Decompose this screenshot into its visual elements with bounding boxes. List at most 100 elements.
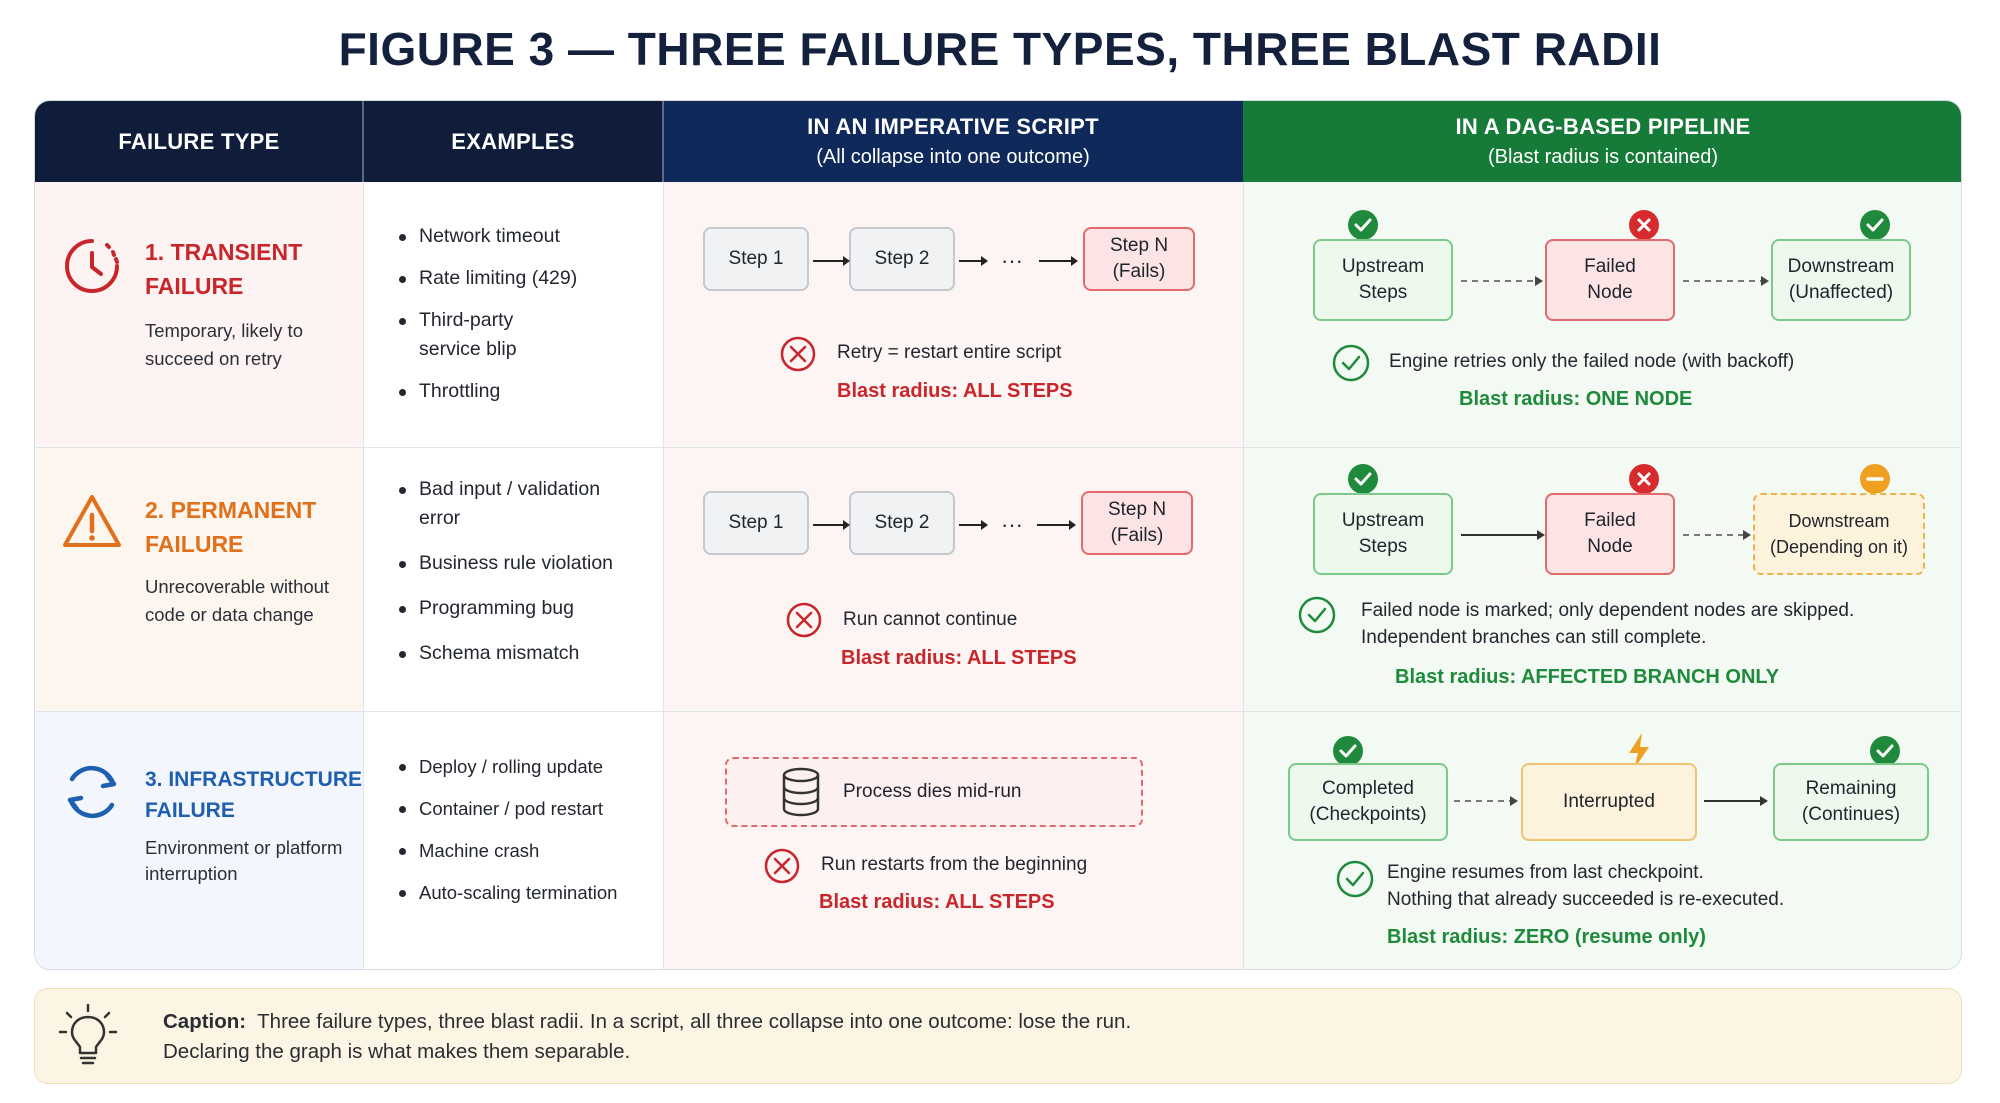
box-line: Steps <box>1358 536 1408 557</box>
dag-blast-radius: Blast radius: ZERO (resume only) <box>1387 926 1706 948</box>
example-item: Container / pod restart <box>397 794 617 823</box>
box-line: Completed <box>1322 778 1414 799</box>
failure-title-line: FAILURE <box>145 799 235 822</box>
box-line: Step N <box>1109 235 1169 256</box>
process-dies-label: Process dies mid-run <box>843 781 1022 802</box>
database-icon <box>782 767 820 817</box>
x-circle-icon <box>780 336 816 372</box>
example-item: Throttling <box>397 377 577 406</box>
example-item: Machine crash <box>397 836 617 865</box>
cell-type <box>35 711 363 969</box>
failure-description: Unrecoverable without code or data chang… <box>145 573 329 629</box>
x-filled-icon <box>1629 464 1659 494</box>
x-circle-icon <box>786 602 822 638</box>
failure-description: Environment or platform interruption <box>145 835 342 887</box>
ellipsis: ··· <box>1001 248 1023 273</box>
completed-checkpoints-box: Completed (Checkpoints) <box>1288 763 1448 841</box>
failure-description-line: Environment or platform <box>145 837 343 858</box>
caption-line: Declaring the graph is what makes them s… <box>163 1040 631 1063</box>
column-divider <box>363 182 364 969</box>
header-divider <box>662 101 664 182</box>
failure-title: 1. TRANSIENT FAILURE <box>145 235 302 303</box>
header-failure-type: FAILURE TYPE <box>35 101 363 182</box>
box-line: Node <box>1587 536 1633 557</box>
example-item: Bad input / validation <box>397 475 613 504</box>
script-blast-radius: Blast radius: ALL STEPS <box>819 891 1055 913</box>
downstream-dependent-box: Downstream (Depending on it) <box>1753 493 1925 575</box>
script-blast-radius: Blast radius: ALL STEPS <box>841 647 1077 669</box>
check-outline-icon <box>1332 344 1370 382</box>
box-line: (Fails) <box>1110 525 1164 546</box>
warning-icon <box>63 495 121 547</box>
caption-text: Caption: Three failure types, three blas… <box>163 1007 1131 1067</box>
process-dies-box: Process dies mid-run <box>725 757 1143 827</box>
step-2-box: Step 2 <box>849 491 955 555</box>
example-item: Rate limiting (429) <box>397 264 577 293</box>
box-line: Downstream <box>1788 511 1890 531</box>
cell-examples <box>363 711 663 969</box>
header-examples-label: EXAMPLES <box>451 128 575 154</box>
header-imperative: IN AN IMPERATIVE SCRIPT (All collapse in… <box>663 101 1243 182</box>
step-n-failed-box: Step N (Fails) <box>1083 227 1195 291</box>
box-line: Node <box>1587 282 1633 303</box>
header-dag-subtitle: (Blast radius is contained) <box>1487 146 1719 168</box>
check-circle-icon <box>1870 736 1900 766</box>
step-n-failed-box: Step N (Fails) <box>1081 491 1193 555</box>
failure-description: Temporary, likely to succeed on retry <box>145 317 303 373</box>
cell-script <box>663 711 1243 969</box>
column-divider <box>1243 182 1244 969</box>
box-line: (Depending on it) <box>1769 537 1909 557</box>
column-divider <box>663 182 664 969</box>
row-divider <box>35 447 1961 448</box>
cell-script <box>663 447 1243 711</box>
check-outline-icon <box>1298 596 1336 634</box>
failure-title-line: FAILURE <box>145 531 244 557</box>
box-line: Step N <box>1107 499 1167 520</box>
script-flow-arrows <box>813 520 1076 530</box>
failure-title-line: 2. PERMANENT <box>145 497 317 523</box>
check-circle-icon <box>1333 736 1363 766</box>
example-item: Network timeout <box>397 222 577 251</box>
caption-label: Caption: <box>163 1010 247 1033</box>
lightbulb-icon <box>58 1003 118 1065</box>
box-line: (Fails) <box>1112 261 1166 282</box>
ellipsis: ··· <box>1001 512 1023 537</box>
example-item: Schema mismatch <box>397 639 613 668</box>
cell-type <box>35 182 363 447</box>
examples-list: Network timeout Rate limiting (429) Thir… <box>397 222 577 406</box>
check-outline-icon <box>1336 860 1374 898</box>
header-imperative-subtitle: (All collapse into one outcome) <box>816 146 1090 168</box>
header-dag-title: IN A DAG-BASED PIPELINE <box>1455 114 1751 139</box>
failure-description-line: code or data change <box>145 604 314 625</box>
check-circle-icon <box>1860 210 1890 240</box>
box-line: Steps <box>1358 282 1408 303</box>
example-item-continued: error <box>419 507 461 529</box>
cell-script <box>663 182 1243 447</box>
box-line: (Checkpoints) <box>1309 804 1427 825</box>
example-item-continued: service blip <box>419 338 517 360</box>
header-dag: IN A DAG-BASED PIPELINE (Blast radius is… <box>1243 101 1961 182</box>
failure-title-line: 1. TRANSIENT <box>145 239 303 265</box>
box-line: Failed <box>1584 510 1636 531</box>
box-line: (Unaffected) <box>1788 282 1894 303</box>
box-line: Upstream <box>1341 510 1425 531</box>
dag-blast-radius: Blast radius: ONE NODE <box>1459 388 1693 410</box>
script-note: Run restarts from the beginning <box>821 854 1088 875</box>
box-line: Downstream <box>1787 256 1895 277</box>
step-2-box: Step 2 <box>849 227 955 291</box>
box-line: Upstream <box>1341 256 1425 277</box>
figure-title: FIGURE 3 — THREE FAILURE TYPES, THREE BL… <box>338 23 1662 75</box>
examples-list: Bad input / validation error Business ru… <box>397 475 613 668</box>
box-line: Failed <box>1584 256 1636 277</box>
header-divider <box>362 101 364 182</box>
downstream-box: Downstream (Unaffected) <box>1771 239 1911 321</box>
clock-icon <box>65 239 119 293</box>
x-filled-icon <box>1629 210 1659 240</box>
dag-note: Engine retries only the failed node (wit… <box>1389 351 1795 372</box>
dag-flow-arrows <box>1454 796 1768 806</box>
row-divider <box>35 711 1961 712</box>
